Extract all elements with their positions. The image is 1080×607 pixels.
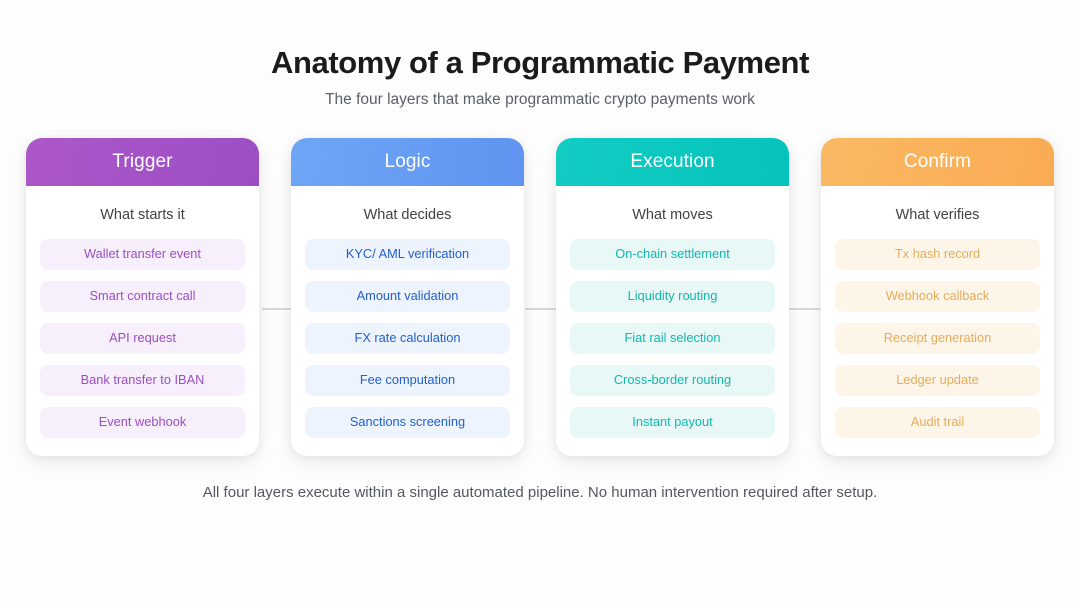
list-item[interactable]: FX rate calculation bbox=[305, 322, 510, 354]
connector-trigger-logic bbox=[262, 307, 294, 310]
list-item[interactable]: Instant payout bbox=[570, 406, 775, 438]
list-item[interactable]: Webhook callback bbox=[835, 280, 1040, 312]
card-title-confirm: Confirm bbox=[903, 150, 972, 172]
pill-list-logic: KYC/ AML verification Amount validation … bbox=[291, 238, 524, 438]
card-title-logic: Logic bbox=[384, 150, 431, 172]
pill-list-confirm: Tx hash record Webhook callback Receipt … bbox=[821, 238, 1054, 438]
pill-list-execution: On-chain settlement Liquidity routing Fi… bbox=[556, 238, 789, 438]
page-subtitle: The four layers that make programmatic c… bbox=[325, 90, 755, 108]
card-header-confirm: Confirm bbox=[821, 137, 1054, 186]
card-subtitle-logic: What decides bbox=[363, 206, 452, 223]
card-subtitle-confirm: What verifies bbox=[895, 206, 980, 223]
list-item[interactable]: Tx hash record bbox=[835, 238, 1040, 270]
card-title-execution: Execution bbox=[630, 150, 715, 172]
list-item[interactable]: Smart contract call bbox=[40, 280, 245, 312]
list-item[interactable]: Sanctions screening bbox=[305, 406, 510, 438]
pill-list-trigger: Wallet transfer event Smart contract cal… bbox=[26, 238, 259, 438]
card-title-trigger: Trigger bbox=[112, 150, 173, 172]
layer-card-trigger[interactable]: Trigger What starts it Wallet transfer e… bbox=[26, 137, 259, 456]
page-header: Anatomy of a Programmatic Payment The fo… bbox=[0, 0, 1080, 110]
list-item[interactable]: Event webhook bbox=[40, 406, 245, 438]
list-item[interactable]: Fee computation bbox=[305, 364, 510, 396]
list-item[interactable]: Amount validation bbox=[305, 280, 510, 312]
list-item[interactable]: KYC/ AML verification bbox=[305, 238, 510, 270]
layer-card-logic[interactable]: Logic What decides KYC/ AML verification… bbox=[291, 137, 524, 456]
list-item[interactable]: Fiat rail selection bbox=[570, 322, 775, 354]
layer-card-execution[interactable]: Execution What moves On-chain settlement… bbox=[556, 137, 789, 456]
card-header-trigger: Trigger bbox=[26, 137, 259, 186]
list-item[interactable]: Liquidity routing bbox=[570, 280, 775, 312]
card-header-execution: Execution bbox=[556, 137, 789, 186]
layer-card-confirm[interactable]: Confirm What verifies Tx hash record Web… bbox=[821, 137, 1054, 456]
layer-cards-row: Trigger What starts it Wallet transfer e… bbox=[0, 137, 1080, 456]
card-header-logic: Logic bbox=[291, 137, 524, 186]
list-item[interactable]: Ledger update bbox=[835, 364, 1040, 396]
list-item[interactable]: Bank transfer to IBAN bbox=[40, 364, 245, 396]
card-subtitle-execution: What moves bbox=[632, 206, 713, 223]
list-item[interactable]: Audit trail bbox=[835, 406, 1040, 438]
list-item[interactable]: Cross-border routing bbox=[570, 364, 775, 396]
connector-execution-confirm bbox=[788, 307, 820, 310]
list-item[interactable]: API request bbox=[40, 322, 245, 354]
list-item[interactable]: Receipt generation bbox=[835, 322, 1040, 354]
list-item[interactable]: Wallet transfer event bbox=[40, 238, 245, 270]
card-subtitle-trigger: What starts it bbox=[100, 206, 185, 223]
connector-logic-execution bbox=[525, 307, 557, 310]
page-title: Anatomy of a Programmatic Payment bbox=[270, 45, 810, 80]
list-item[interactable]: On-chain settlement bbox=[570, 238, 775, 270]
footer-note: All four layers execute within a single … bbox=[202, 483, 878, 501]
